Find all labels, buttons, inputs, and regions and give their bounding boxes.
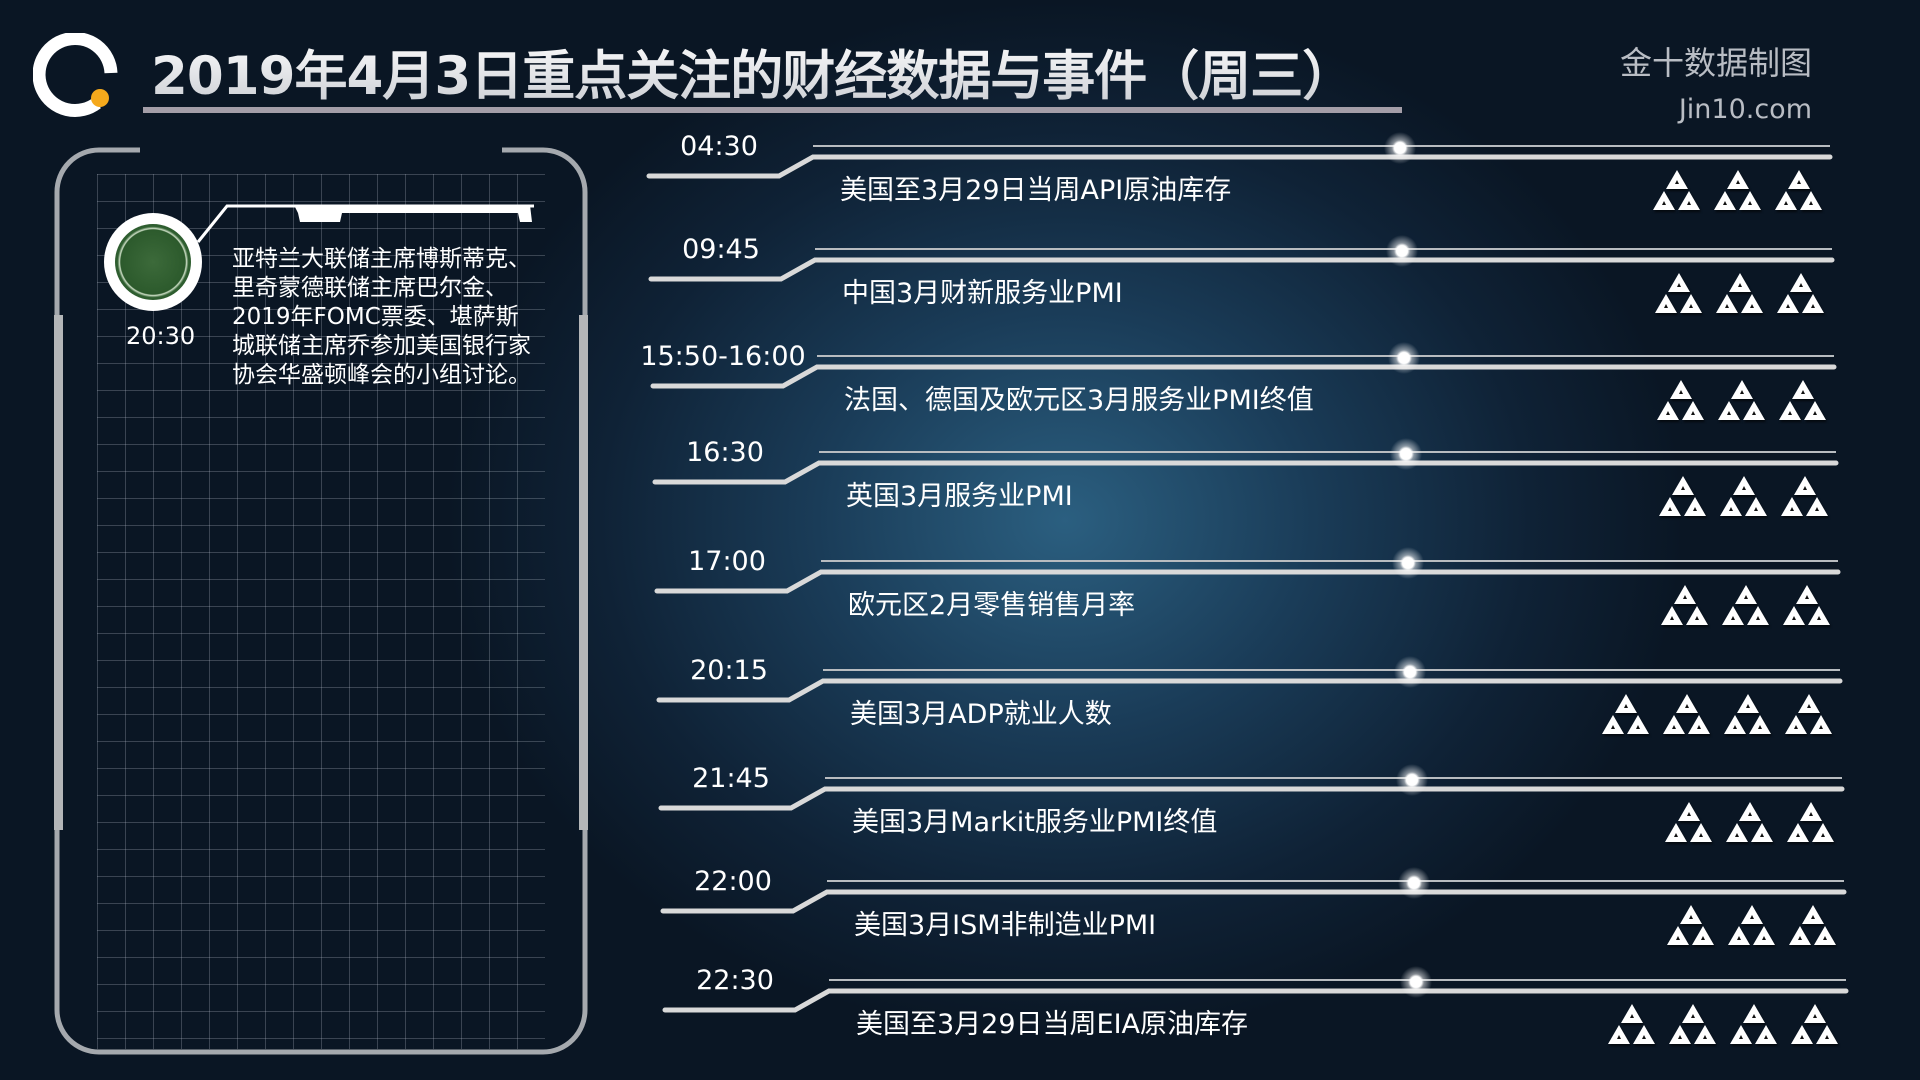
timeline-dot-icon — [1400, 966, 1432, 998]
event-title: 中国3月财新服务业PMI — [842, 278, 1123, 309]
importance-rating — [1665, 802, 1834, 842]
event-title: 欧元区2月零售销售月率 — [848, 590, 1136, 621]
importance-triangle-icon — [1665, 802, 1712, 842]
event-time: 21:45 — [692, 763, 770, 794]
feature-time: 20:30 — [126, 322, 196, 350]
timeline-connector — [662, 988, 1849, 1013]
timeline-dot-icon — [1390, 438, 1422, 470]
importance-triangle-icon — [1718, 380, 1765, 420]
importance-triangle-icon — [1789, 905, 1836, 945]
timeline-dot-icon — [1396, 764, 1428, 796]
importance-rating — [1657, 380, 1826, 420]
event-title: 英国3月服务业PMI — [846, 481, 1073, 512]
importance-triangle-icon — [1783, 585, 1830, 625]
timeline-dot-icon — [1384, 132, 1416, 164]
importance-triangle-icon — [1669, 1004, 1716, 1044]
importance-rating — [1655, 273, 1824, 313]
timeline-connector — [650, 364, 1837, 389]
event-time: 22:00 — [694, 866, 772, 897]
importance-rating — [1667, 905, 1836, 945]
importance-triangle-icon — [1775, 170, 1822, 210]
brand-url: Jin10.com — [1678, 94, 1812, 125]
importance-triangle-icon — [1730, 1004, 1777, 1044]
timeline-connector — [648, 257, 1835, 282]
event-title: 美国3月ADP就业人数 — [850, 699, 1112, 730]
event-time: 04:30 — [680, 131, 758, 162]
event-title: 法国、德国及欧元区3月服务业PMI终值 — [844, 385, 1314, 416]
importance-triangle-icon — [1657, 380, 1704, 420]
timeline-connector — [660, 889, 1847, 914]
importance-triangle-icon — [1720, 476, 1767, 516]
timeline-dot-icon — [1394, 656, 1426, 688]
importance-triangle-icon — [1661, 585, 1708, 625]
importance-triangle-icon — [1608, 1004, 1655, 1044]
event-time: 17:00 — [688, 546, 766, 577]
event-time: 09:45 — [682, 234, 760, 265]
event-title: 美国3月Markit服务业PMI终值 — [852, 807, 1218, 838]
timeline-connector — [658, 786, 1845, 811]
importance-triangle-icon — [1716, 273, 1763, 313]
jin10-logo-icon — [33, 33, 118, 117]
event-title: 美国至3月29日当周API原油库存 — [840, 175, 1232, 206]
importance-triangle-icon — [1653, 170, 1700, 210]
event-time: 22:30 — [696, 965, 774, 996]
timeline-connector — [646, 154, 1833, 179]
importance-triangle-icon — [1667, 905, 1714, 945]
feature-description: 亚特兰大联储主席博斯蒂克、里奇蒙德联储主席巴尔金、2019年FOMC票委、堪萨斯… — [232, 246, 531, 388]
importance-rating — [1659, 476, 1828, 516]
page-title: 2019年4月3日重点关注的财经数据与事件（周三） — [151, 34, 1355, 110]
importance-triangle-icon — [1659, 476, 1706, 516]
importance-triangle-icon — [1714, 170, 1761, 210]
importance-triangle-icon — [1785, 694, 1832, 734]
importance-rating — [1661, 585, 1830, 625]
importance-rating — [1653, 170, 1822, 210]
timeline-dot-icon — [1388, 342, 1420, 374]
importance-triangle-icon — [1781, 476, 1828, 516]
event-title: 美国至3月29日当周EIA原油库存 — [856, 1009, 1249, 1040]
event-time: 16:30 — [686, 437, 764, 468]
timeline-dot-icon — [1386, 235, 1418, 267]
importance-triangle-icon — [1728, 905, 1775, 945]
event-title: 美国3月ISM非制造业PMI — [854, 910, 1157, 941]
federal-reserve-seal-icon — [104, 213, 202, 311]
title-underline — [143, 107, 1402, 113]
importance-triangle-icon — [1602, 694, 1649, 734]
timeline-connector — [656, 678, 1843, 703]
importance-triangle-icon — [1787, 802, 1834, 842]
feature-frame — [54, 147, 588, 1055]
importance-triangle-icon — [1791, 1004, 1838, 1044]
feature-grid-panel — [97, 174, 545, 1049]
importance-triangle-icon — [1777, 273, 1824, 313]
importance-rating — [1608, 1004, 1838, 1044]
timeline-connector — [652, 460, 1839, 485]
brand-label: 金十数据制图 — [1619, 44, 1812, 82]
timeline-dot-icon — [1392, 547, 1424, 579]
importance-triangle-icon — [1779, 380, 1826, 420]
timeline-dot-icon — [1398, 867, 1430, 899]
importance-triangle-icon — [1663, 694, 1710, 734]
importance-triangle-icon — [1724, 694, 1771, 734]
event-time: 15:50-16:00 — [640, 341, 806, 372]
timeline-connector — [654, 569, 1841, 594]
importance-triangle-icon — [1722, 585, 1769, 625]
importance-triangle-icon — [1655, 273, 1702, 313]
event-time: 20:15 — [690, 655, 768, 686]
importance-rating — [1602, 694, 1832, 734]
importance-triangle-icon — [1726, 802, 1773, 842]
